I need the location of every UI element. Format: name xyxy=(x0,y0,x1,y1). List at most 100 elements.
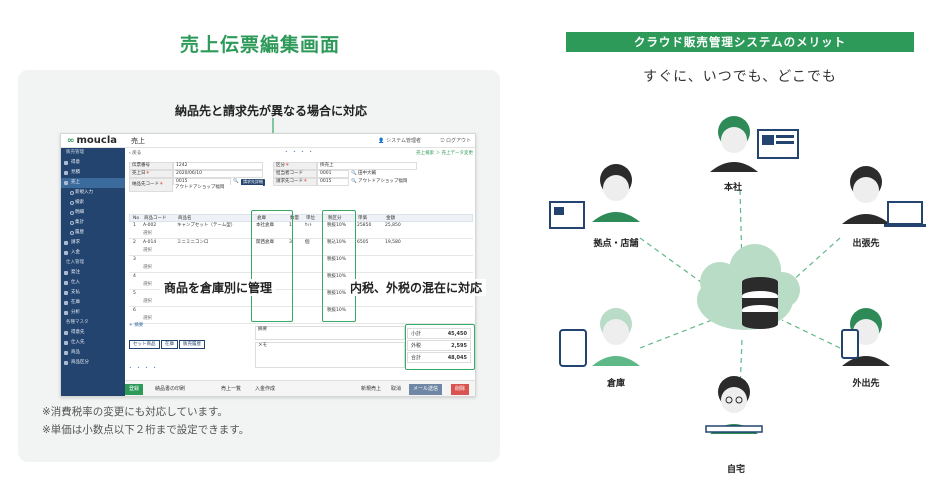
logout-link[interactable]: ⎋ ログアウト xyxy=(440,138,471,144)
cell-name[interactable]: ミニミニコンロ xyxy=(177,240,209,245)
stock-button[interactable]: 在庫 xyxy=(161,340,178,349)
new-sale-button[interactable]: 新規売上 xyxy=(361,386,382,392)
create-payment-button[interactable]: 入金作成 xyxy=(255,386,276,392)
left-title: 売上伝票編集画面 xyxy=(179,34,340,56)
warehouse-column-highlight xyxy=(251,210,293,322)
th-amount: 金額 xyxy=(386,216,395,221)
row-select[interactable]: 選択 xyxy=(143,248,152,253)
sidebar-item[interactable]: 売上 xyxy=(61,178,125,188)
user-name[interactable]: 👤 システム管理者 xyxy=(378,138,421,144)
warehouse-person-icon xyxy=(559,308,640,367)
sidebar-item[interactable]: 請求 xyxy=(61,238,125,248)
cell-tax[interactable]: 税抜10% xyxy=(327,274,347,279)
history-button[interactable]: 販売履歴 xyxy=(179,340,205,349)
sidebar-item-label: 販売管理 xyxy=(66,150,84,155)
outside-person-icon xyxy=(841,308,890,366)
mail-button[interactable]: メール送信 xyxy=(409,384,443,395)
memo2-field[interactable]: メモ xyxy=(255,342,405,368)
sidebar-item-icon xyxy=(64,241,68,245)
sidebar-item[interactable]: 明細 xyxy=(61,208,125,218)
sidebar-item[interactable]: 履歴 xyxy=(61,228,125,238)
cancel-button[interactable]: 取消 xyxy=(391,386,402,392)
print-delivery-button[interactable]: 納品書の印刷 xyxy=(155,386,186,392)
delete-button[interactable]: 削除 xyxy=(451,384,470,395)
sidebar-item[interactable]: 商品区分 xyxy=(61,358,125,368)
table-header: No 商品コード 商品名 倉庫 数量 単位 税区分 単価 金額 xyxy=(129,214,473,222)
callout-delivery-billing: 納品先と請求先が異なる場合に対応 xyxy=(171,102,372,119)
cell-code[interactable]: A-014 xyxy=(143,240,157,245)
sidebar-item[interactable]: 検索 xyxy=(61,198,125,208)
callout-tax: 内税、外税の混在に対応 xyxy=(346,279,487,296)
save-button[interactable]: 登録 xyxy=(125,384,144,395)
kubun-select[interactable]: 掛売上 xyxy=(317,162,417,170)
billing-detail-button[interactable]: 請求先詳細 xyxy=(241,179,265,186)
cell-no: 2 xyxy=(133,240,136,245)
sidebar-item[interactable]: 入金 xyxy=(61,248,125,258)
business-trip-person-icon xyxy=(842,166,926,227)
sidebar-item-label: 商品区分 xyxy=(71,360,89,365)
date-field[interactable]: 2020/06/10 xyxy=(173,170,263,178)
sidebar-item[interactable]: 見積 xyxy=(61,168,125,178)
sales-list-button[interactable]: 売上一覧 xyxy=(221,386,242,392)
back-link[interactable]: ‹ 戻る xyxy=(129,151,142,156)
sidebar-item-icon xyxy=(64,291,68,295)
cell-warehouse[interactable]: 関西倉庫 xyxy=(256,240,274,245)
row-select[interactable]: 選択 xyxy=(143,231,152,236)
cell-price[interactable]: 25850 xyxy=(357,223,372,228)
row-select[interactable]: 選択 xyxy=(143,299,152,304)
staff-name: 🔍 田中大輔 xyxy=(351,171,377,176)
sidebar-item-icon xyxy=(70,211,74,215)
cell-qty[interactable]: 1 xyxy=(289,223,292,228)
cell-tax[interactable]: 税抜10% xyxy=(327,257,347,262)
cell-name[interactable]: キャンプセット（テーム型） xyxy=(177,223,236,228)
slip-no-label: 伝票番号 xyxy=(129,162,173,170)
cell-warehouse[interactable]: 本社倉庫 xyxy=(256,223,274,228)
cell-tax[interactable]: 税抜10% xyxy=(327,308,347,313)
cell-price[interactable]: 6505 xyxy=(357,240,369,245)
node-label-home: 自宅 xyxy=(726,465,745,475)
note-decimal: ※単価は小数点以下２桁まで設定できます。 xyxy=(42,424,250,436)
cell-qty[interactable]: 3 xyxy=(289,240,292,245)
row-select[interactable]: 選択 xyxy=(143,316,152,321)
node-label-store: 拠点・店舗 xyxy=(593,239,639,249)
cell-code[interactable]: A-002 xyxy=(143,223,157,228)
delivery-link[interactable]: + 摘要 xyxy=(129,323,144,328)
memo-field[interactable]: 摘要 xyxy=(255,326,405,340)
bill-code-field[interactable]: 0015 xyxy=(317,178,349,186)
sidebar-item[interactable]: 得意先 xyxy=(61,328,125,338)
main-content: ‹ 戻る • • • • 売上検索 ＞ 売上データ変更 伝票番号 1242 売上… xyxy=(125,148,475,396)
th-no: No xyxy=(133,216,140,221)
sidebar-item[interactable]: 仕入 xyxy=(61,278,125,288)
breadcrumb: 売上検索 ＞ 売上データ変更 xyxy=(416,151,473,156)
cell-tax[interactable]: 税込10% xyxy=(327,240,347,245)
sidebar-item[interactable]: 仕入先 xyxy=(61,338,125,348)
row-select[interactable]: 選択 xyxy=(143,265,152,270)
sidebar-item-label: 検索 xyxy=(75,200,84,205)
slip-no-field[interactable]: 1242 xyxy=(173,162,263,170)
cell-unit[interactable]: ｾｯﾄ xyxy=(305,223,312,228)
sidebar-item[interactable]: 得意 xyxy=(61,158,125,168)
sidebar-item[interactable]: 商品 xyxy=(61,348,125,358)
kubun-label: 区分＊ xyxy=(273,162,317,170)
staff-code-field[interactable]: 0001 xyxy=(317,170,349,178)
staff-label: 担当者コード xyxy=(273,170,317,178)
row-select[interactable]: 選択 xyxy=(143,282,152,287)
cell-tax[interactable]: 税抜10% xyxy=(327,223,347,228)
sidebar-item-label: 得意 xyxy=(71,160,80,165)
sidebar-item: 仕入管理 xyxy=(61,258,125,268)
sidebar-item[interactable]: 在庫 xyxy=(61,298,125,308)
sidebar-item[interactable]: 集計 xyxy=(61,218,125,228)
delivery-search-icon[interactable]: 🔍 xyxy=(233,179,239,184)
sidebar-item-label: 得意先 xyxy=(71,330,85,335)
sidebar-item[interactable]: 分析 xyxy=(61,308,125,318)
delivery-label: 納品先コード＊ xyxy=(129,178,173,192)
merit-title: クラウド販売管理システムのメリット xyxy=(566,32,914,52)
set-product-button[interactable]: セット商品 xyxy=(129,340,160,349)
sidebar-item[interactable]: 発注 xyxy=(61,268,125,278)
cell-tax[interactable]: 税抜10% xyxy=(327,291,347,296)
sidebar-item[interactable]: 新規入力 xyxy=(61,188,125,198)
cell-unit[interactable]: 個 xyxy=(305,240,310,245)
sidebar-item[interactable]: 支払 xyxy=(61,288,125,298)
